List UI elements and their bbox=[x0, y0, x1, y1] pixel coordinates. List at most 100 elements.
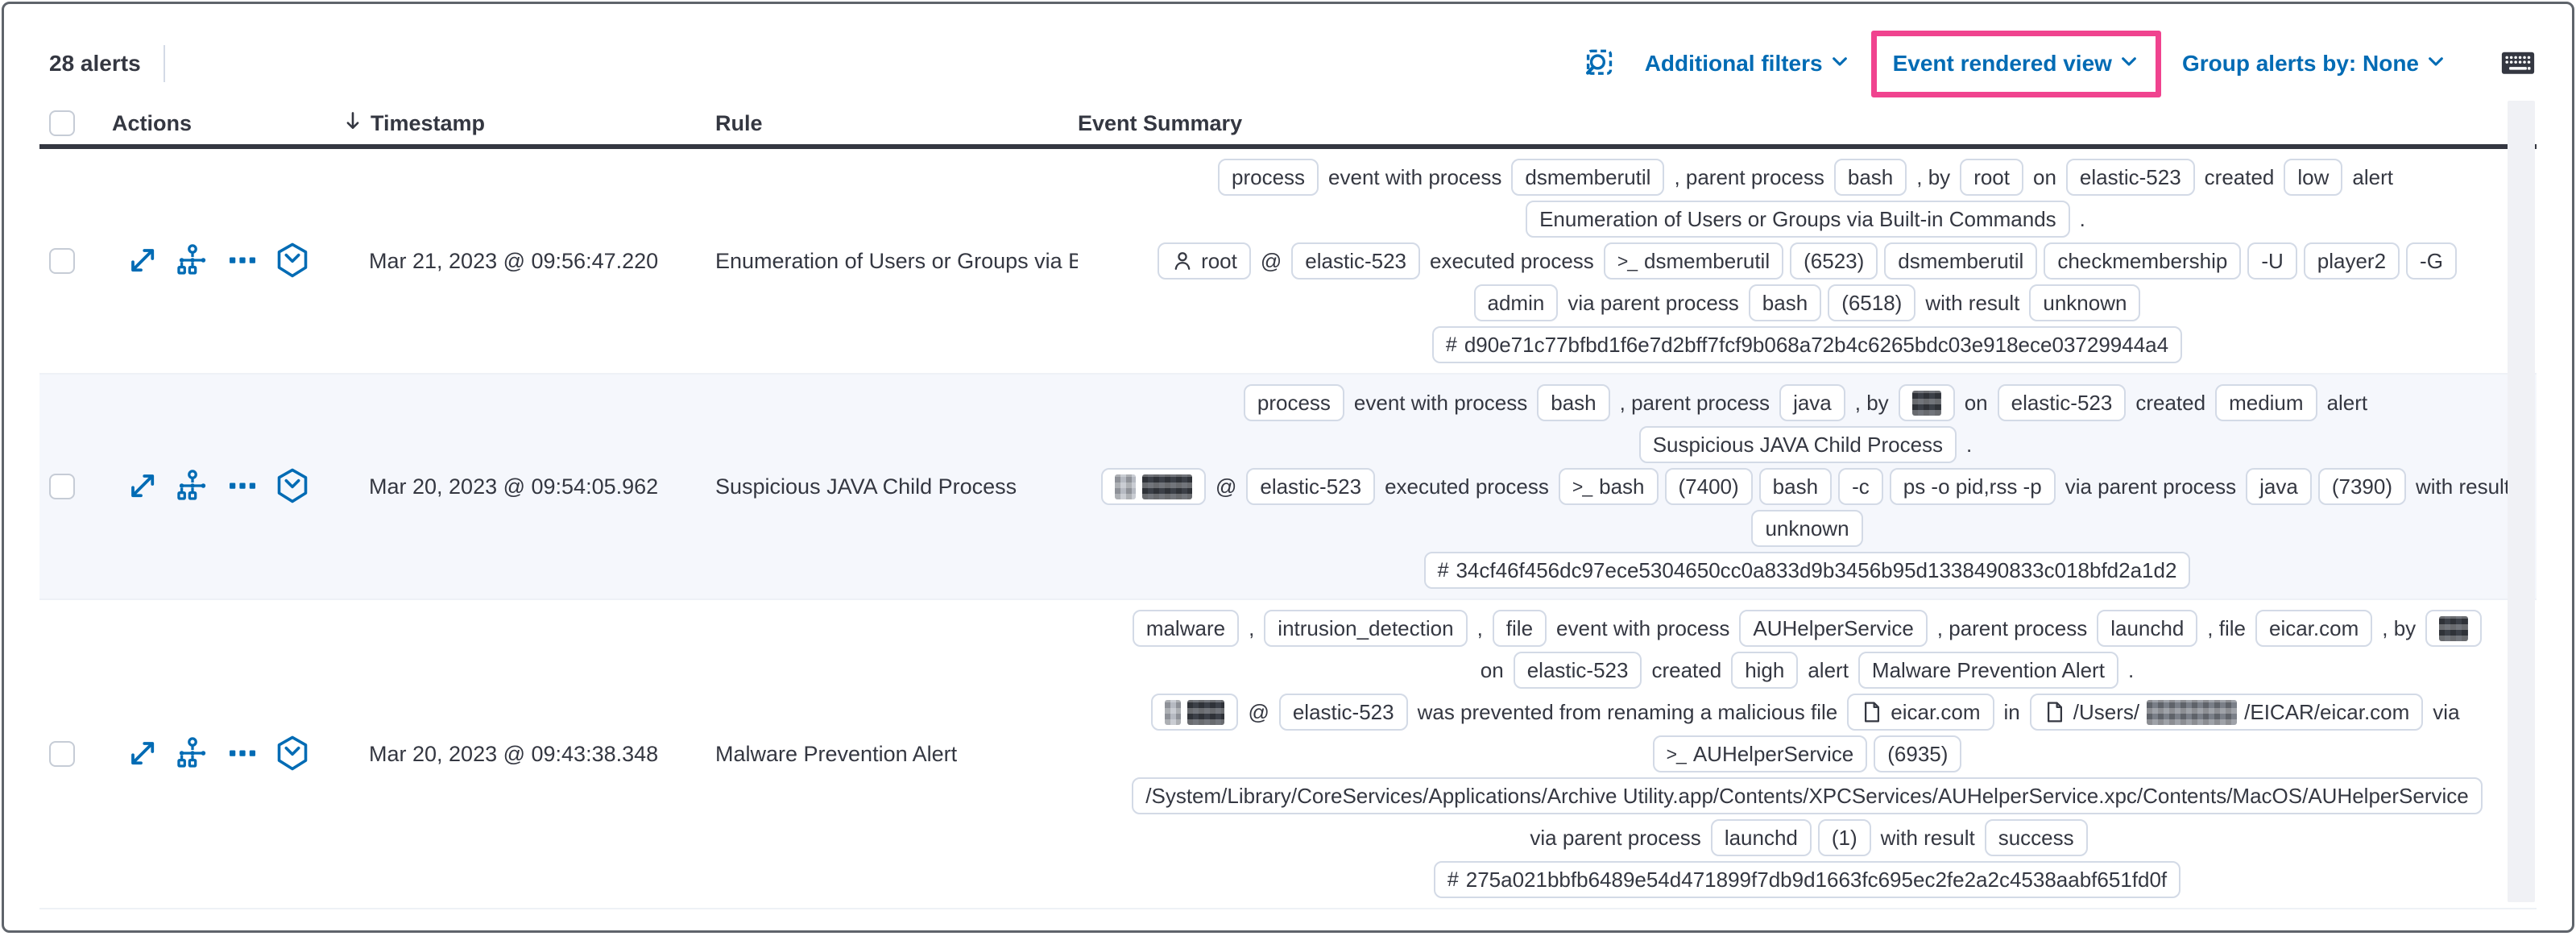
summary-badge[interactable]: (7390) bbox=[2317, 468, 2406, 505]
summary-badge[interactable]: -G bbox=[2406, 242, 2457, 280]
expand-button[interactable] bbox=[123, 242, 162, 280]
summary-badge[interactable]: AUHelperService bbox=[1739, 610, 1928, 647]
summary-badge[interactable]: intrusion_detection bbox=[1264, 610, 1468, 647]
inspect-button[interactable] bbox=[1582, 46, 1616, 82]
summary-badge[interactable]: (6523) bbox=[1790, 242, 1878, 280]
summary-text: , parent process bbox=[1936, 615, 2088, 640]
summary-badge[interactable]: #d90e71c77bfbd1f6e7d2bff7fcf9b068a72b4c6… bbox=[1431, 326, 2183, 363]
select-all-checkbox[interactable] bbox=[49, 110, 75, 136]
summary-badge[interactable]: Malware Prevention Alert bbox=[1857, 652, 2118, 689]
summary-badge[interactable]: checkmembership bbox=[2044, 242, 2242, 280]
summary-badge[interactable]: >_AUHelperService bbox=[1652, 735, 1868, 772]
summary-badge[interactable]: medium bbox=[2215, 384, 2317, 421]
summary-text: on bbox=[1480, 657, 1504, 682]
summary-badge[interactable]: elastic-523 bbox=[1246, 468, 1376, 505]
summary-badge[interactable]: (1) bbox=[1817, 819, 1871, 856]
additional-filters-button[interactable]: Additional filters bbox=[1637, 46, 1858, 82]
summary-badge[interactable]: elastic-523 bbox=[1997, 384, 2127, 421]
summary-badge[interactable]: eicar.com bbox=[1847, 694, 1994, 731]
summary-badge[interactable]: bash bbox=[1748, 284, 1822, 321]
row-checkbox[interactable] bbox=[49, 248, 75, 274]
redacted-badge[interactable] bbox=[1100, 468, 1206, 505]
summary-badge[interactable]: bash bbox=[1833, 159, 1907, 196]
summary-badge[interactable]: (6518) bbox=[1828, 284, 1916, 321]
summary-badge[interactable]: admin bbox=[1473, 284, 1559, 321]
summary-badge[interactable]: ps -o pid,rss -p bbox=[1889, 468, 2056, 505]
vertical-scrollbar[interactable] bbox=[2508, 101, 2535, 902]
summary-badge[interactable]: file bbox=[1492, 610, 1547, 647]
summary-badge[interactable]: process bbox=[1243, 384, 1344, 421]
summary-text: . bbox=[2127, 657, 2135, 682]
expand-button[interactable] bbox=[123, 467, 162, 506]
summary-text: via parent process bbox=[1568, 290, 1739, 315]
summary-badge[interactable]: Suspicious JAVA Child Process bbox=[1638, 426, 1957, 463]
summary-badge[interactable]: /System/Library/CoreServices/Application… bbox=[1132, 777, 2483, 814]
analyze-event-button[interactable] bbox=[173, 467, 212, 506]
redacted-badge[interactable] bbox=[1151, 694, 1239, 731]
event-rendered-view-highlight: Event rendered view bbox=[1870, 30, 2161, 97]
hash-icon: # bbox=[1447, 868, 1459, 891]
summary-text: @ bbox=[1215, 474, 1237, 499]
summary-badge[interactable]: elastic-523 bbox=[1278, 694, 1408, 731]
summary-badge[interactable]: (7400) bbox=[1664, 468, 1753, 505]
redacted-badge[interactable] bbox=[2425, 610, 2483, 647]
summary-badge[interactable]: eicar.com bbox=[2255, 610, 2373, 647]
summary-badge[interactable]: elastic-523 bbox=[1291, 242, 1421, 280]
col-header-summary: Event Summary bbox=[1078, 110, 1243, 135]
analyze-event-button[interactable] bbox=[173, 735, 212, 773]
summary-badge[interactable]: -U bbox=[2247, 242, 2297, 280]
summary-badge[interactable]: malware bbox=[1132, 610, 1240, 647]
summary-badge[interactable]: unknown bbox=[1751, 510, 1863, 547]
summary-badge[interactable]: elastic-523 bbox=[1513, 652, 1642, 689]
more-actions-button[interactable] bbox=[223, 467, 262, 506]
summary-badge[interactable]: root bbox=[1158, 242, 1251, 280]
summary-badge[interactable]: >_dsmemberutil bbox=[1603, 242, 1784, 280]
summary-badge[interactable]: bash bbox=[1537, 384, 1610, 421]
summary-badge[interactable]: bash bbox=[1758, 468, 1833, 505]
more-actions-icon bbox=[226, 244, 259, 279]
summary-badge[interactable]: launchd bbox=[1710, 819, 1812, 856]
row-checkbox[interactable] bbox=[49, 474, 75, 499]
summary-badge[interactable]: dsmemberutil bbox=[1511, 159, 1665, 196]
summary-badge[interactable]: elastic-523 bbox=[2065, 159, 2195, 196]
more-actions-button[interactable] bbox=[223, 242, 262, 280]
summary-badge[interactable]: process bbox=[1218, 159, 1319, 196]
summary-badge[interactable]: unknown bbox=[2029, 284, 2141, 321]
summary-badge[interactable]: dsmemberutil bbox=[1884, 242, 2038, 280]
session-view-button[interactable] bbox=[273, 467, 312, 506]
more-actions-button[interactable] bbox=[223, 735, 262, 773]
summary-badge[interactable]: >_bash bbox=[1558, 468, 1659, 505]
summary-badge[interactable]: low bbox=[2284, 159, 2343, 196]
summary-text: , by bbox=[2382, 615, 2417, 640]
summary-badge[interactable]: player2 bbox=[2303, 242, 2400, 280]
summary-badge[interactable]: root bbox=[1960, 159, 2023, 196]
redacted-badge[interactable] bbox=[1898, 384, 1955, 421]
summary-badge[interactable]: success bbox=[1984, 819, 2088, 856]
view-selector-button[interactable]: Event rendered view bbox=[1885, 46, 2147, 82]
summary-badge[interactable]: /Users//EICAR/eicar.com bbox=[2029, 694, 2424, 731]
summary-badge[interactable]: #275a021bbfb6489e54d471899f7db9d1663fc69… bbox=[1433, 861, 2181, 898]
group-alerts-button[interactable]: Group alerts by: None bbox=[2174, 46, 2454, 82]
summary-badge[interactable]: (6935) bbox=[1874, 735, 1962, 772]
summary-text: , parent process bbox=[1619, 390, 1770, 415]
alerts-toolbar: 28 alerts Additional filters Event rende… bbox=[39, 4, 2537, 102]
expand-button[interactable] bbox=[123, 735, 162, 773]
keyboard-shortcuts-button[interactable] bbox=[2499, 44, 2537, 84]
col-header-timestamp[interactable]: Timestamp bbox=[342, 110, 715, 138]
summary-badge[interactable]: java bbox=[2246, 468, 2312, 505]
row-checkbox[interactable] bbox=[49, 741, 75, 767]
summary-badge[interactable]: Enumeration of Users or Groups via Built… bbox=[1526, 201, 2070, 238]
summary-badge[interactable]: high bbox=[1731, 652, 1799, 689]
summary-text: created bbox=[2135, 390, 2206, 415]
summary-badge[interactable]: launchd bbox=[2097, 610, 2198, 647]
summary-badge[interactable]: java bbox=[1779, 384, 1845, 421]
summary-badge[interactable]: -c bbox=[1838, 468, 1883, 505]
analyze-event-button[interactable] bbox=[173, 242, 212, 280]
col-header-rule[interactable]: Rule bbox=[715, 110, 763, 135]
summary-badge[interactable]: #34cf46f456dc97ece5304650cc0a833d9b3456b… bbox=[1423, 552, 2191, 589]
session-view-button[interactable] bbox=[273, 735, 312, 773]
session-view-button[interactable] bbox=[273, 242, 312, 280]
